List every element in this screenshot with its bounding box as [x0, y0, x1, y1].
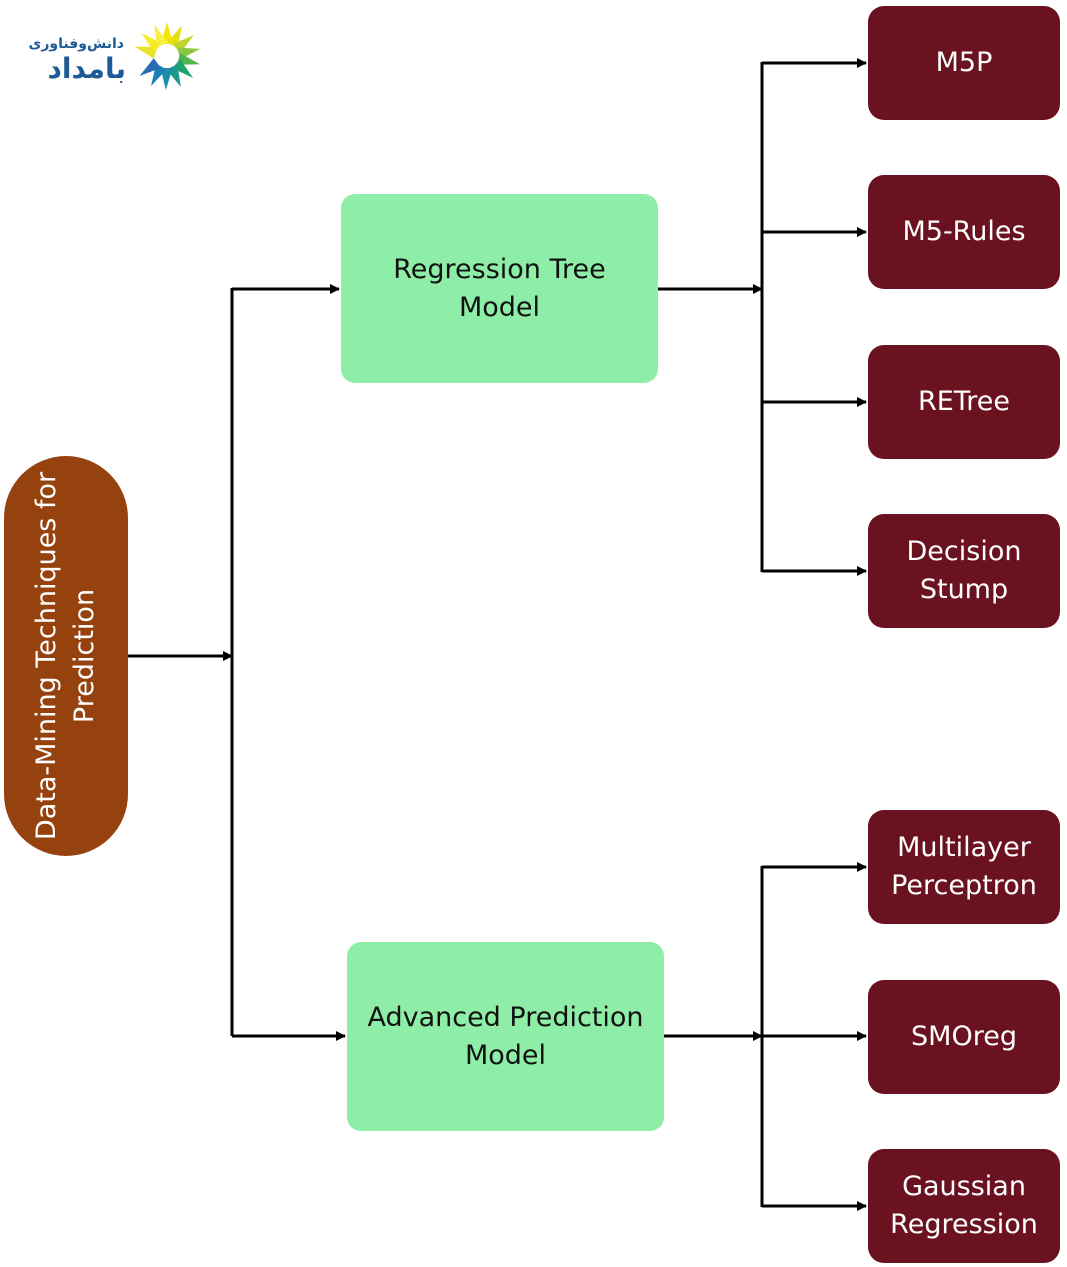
regression-tree-model-node: Regression Tree Model: [341, 194, 658, 383]
leaf-decision-stump-line-2: Stump: [919, 574, 1009, 605]
advanced-prediction-model-node: Advanced Prediction Model: [347, 942, 664, 1131]
leaf-multilayer-perceptron: Multilayer Perceptron: [868, 810, 1060, 924]
leaf-gaussian-regression: Gaussian Regression: [868, 1149, 1060, 1263]
leaf-multilayer-perceptron-line-1: Multilayer: [897, 832, 1031, 863]
leaf-gaussian-regression-line-1: Gaussian: [902, 1171, 1026, 1202]
leaf-m5-rules-label: M5-Rules: [902, 216, 1026, 247]
root-node: Data-Mining Techniques for Prediction: [4, 456, 128, 856]
leaf-retree: RETree: [868, 345, 1060, 459]
root-label: Data-Mining Techniques for Prediction: [31, 471, 100, 841]
leaf-decision-stump-line-1: Decision: [906, 536, 1022, 567]
leaf-multilayer-perceptron-line-2: Perceptron: [891, 870, 1037, 901]
leaf-decision-stump: Decision Stump: [868, 514, 1060, 628]
leaf-m5p: M5P: [868, 6, 1060, 120]
logo-subtitle: دانش‌وفناوری: [28, 36, 124, 52]
advanced-prediction-label-line-2: Model: [464, 1039, 547, 1071]
leaf-gaussian-regression-line-2: Regression: [890, 1209, 1038, 1240]
leaf-smoreg: SMOreg: [868, 980, 1060, 1094]
bamdad-logo: دانش‌وفناوری بامداد: [28, 18, 208, 98]
leaf-smoreg-label: SMOreg: [911, 1021, 1017, 1052]
logo-title: بامداد: [47, 52, 126, 85]
leaf-retree-label: RETree: [917, 386, 1011, 417]
regression-tree-label-line-2: Model: [458, 291, 541, 323]
logo-sunburst-icon: [134, 22, 201, 90]
regression-tree-label-line-1: Regression Tree: [393, 253, 606, 285]
advanced-prediction-label-line-1: Advanced Prediction: [367, 1001, 644, 1033]
leaf-m5-rules: M5-Rules: [868, 175, 1060, 289]
leaf-m5p-label: M5P: [935, 47, 993, 78]
